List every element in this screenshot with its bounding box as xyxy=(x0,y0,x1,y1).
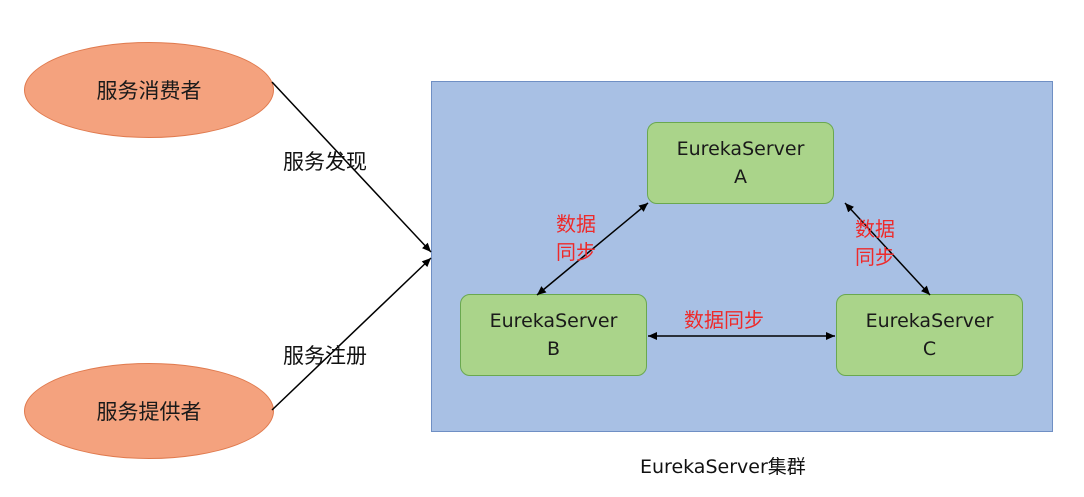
service-provider-label: 服务提供者 xyxy=(96,400,202,424)
sync-label-a-b-line1: 数据 xyxy=(556,212,596,236)
discovery-label: 服务发现 xyxy=(283,150,367,174)
sync-label-a-c-line1: 数据 xyxy=(855,217,895,241)
register-label: 服务注册 xyxy=(283,344,367,368)
eureka-server-a: EurekaServer A xyxy=(647,122,834,204)
sync-label-a-b-line2: 同步 xyxy=(556,240,596,264)
eureka-server-c: EurekaServer C xyxy=(836,294,1023,376)
service-consumer-node: 服务消费者 xyxy=(24,42,274,138)
register-arrow xyxy=(271,257,432,411)
sync-label-b-c: 数据同步 xyxy=(684,308,764,332)
sync-label-a-b: 数据 同步 xyxy=(556,210,596,266)
server-c-name: EurekaServer xyxy=(865,310,994,332)
cluster-caption: EurekaServer集群 xyxy=(640,456,806,478)
server-b-name: EurekaServer xyxy=(489,310,618,332)
eureka-server-b: EurekaServer B xyxy=(460,294,647,376)
server-a-id: A xyxy=(734,166,747,188)
service-consumer-label: 服务消费者 xyxy=(96,79,202,103)
service-provider-node: 服务提供者 xyxy=(24,363,274,459)
server-b-id: B xyxy=(546,338,561,360)
sync-label-a-c: 数据 同步 xyxy=(855,215,895,271)
sync-label-a-c-line2: 同步 xyxy=(855,245,895,269)
server-a-name: EurekaServer xyxy=(676,138,805,160)
server-c-id: C xyxy=(922,338,937,360)
